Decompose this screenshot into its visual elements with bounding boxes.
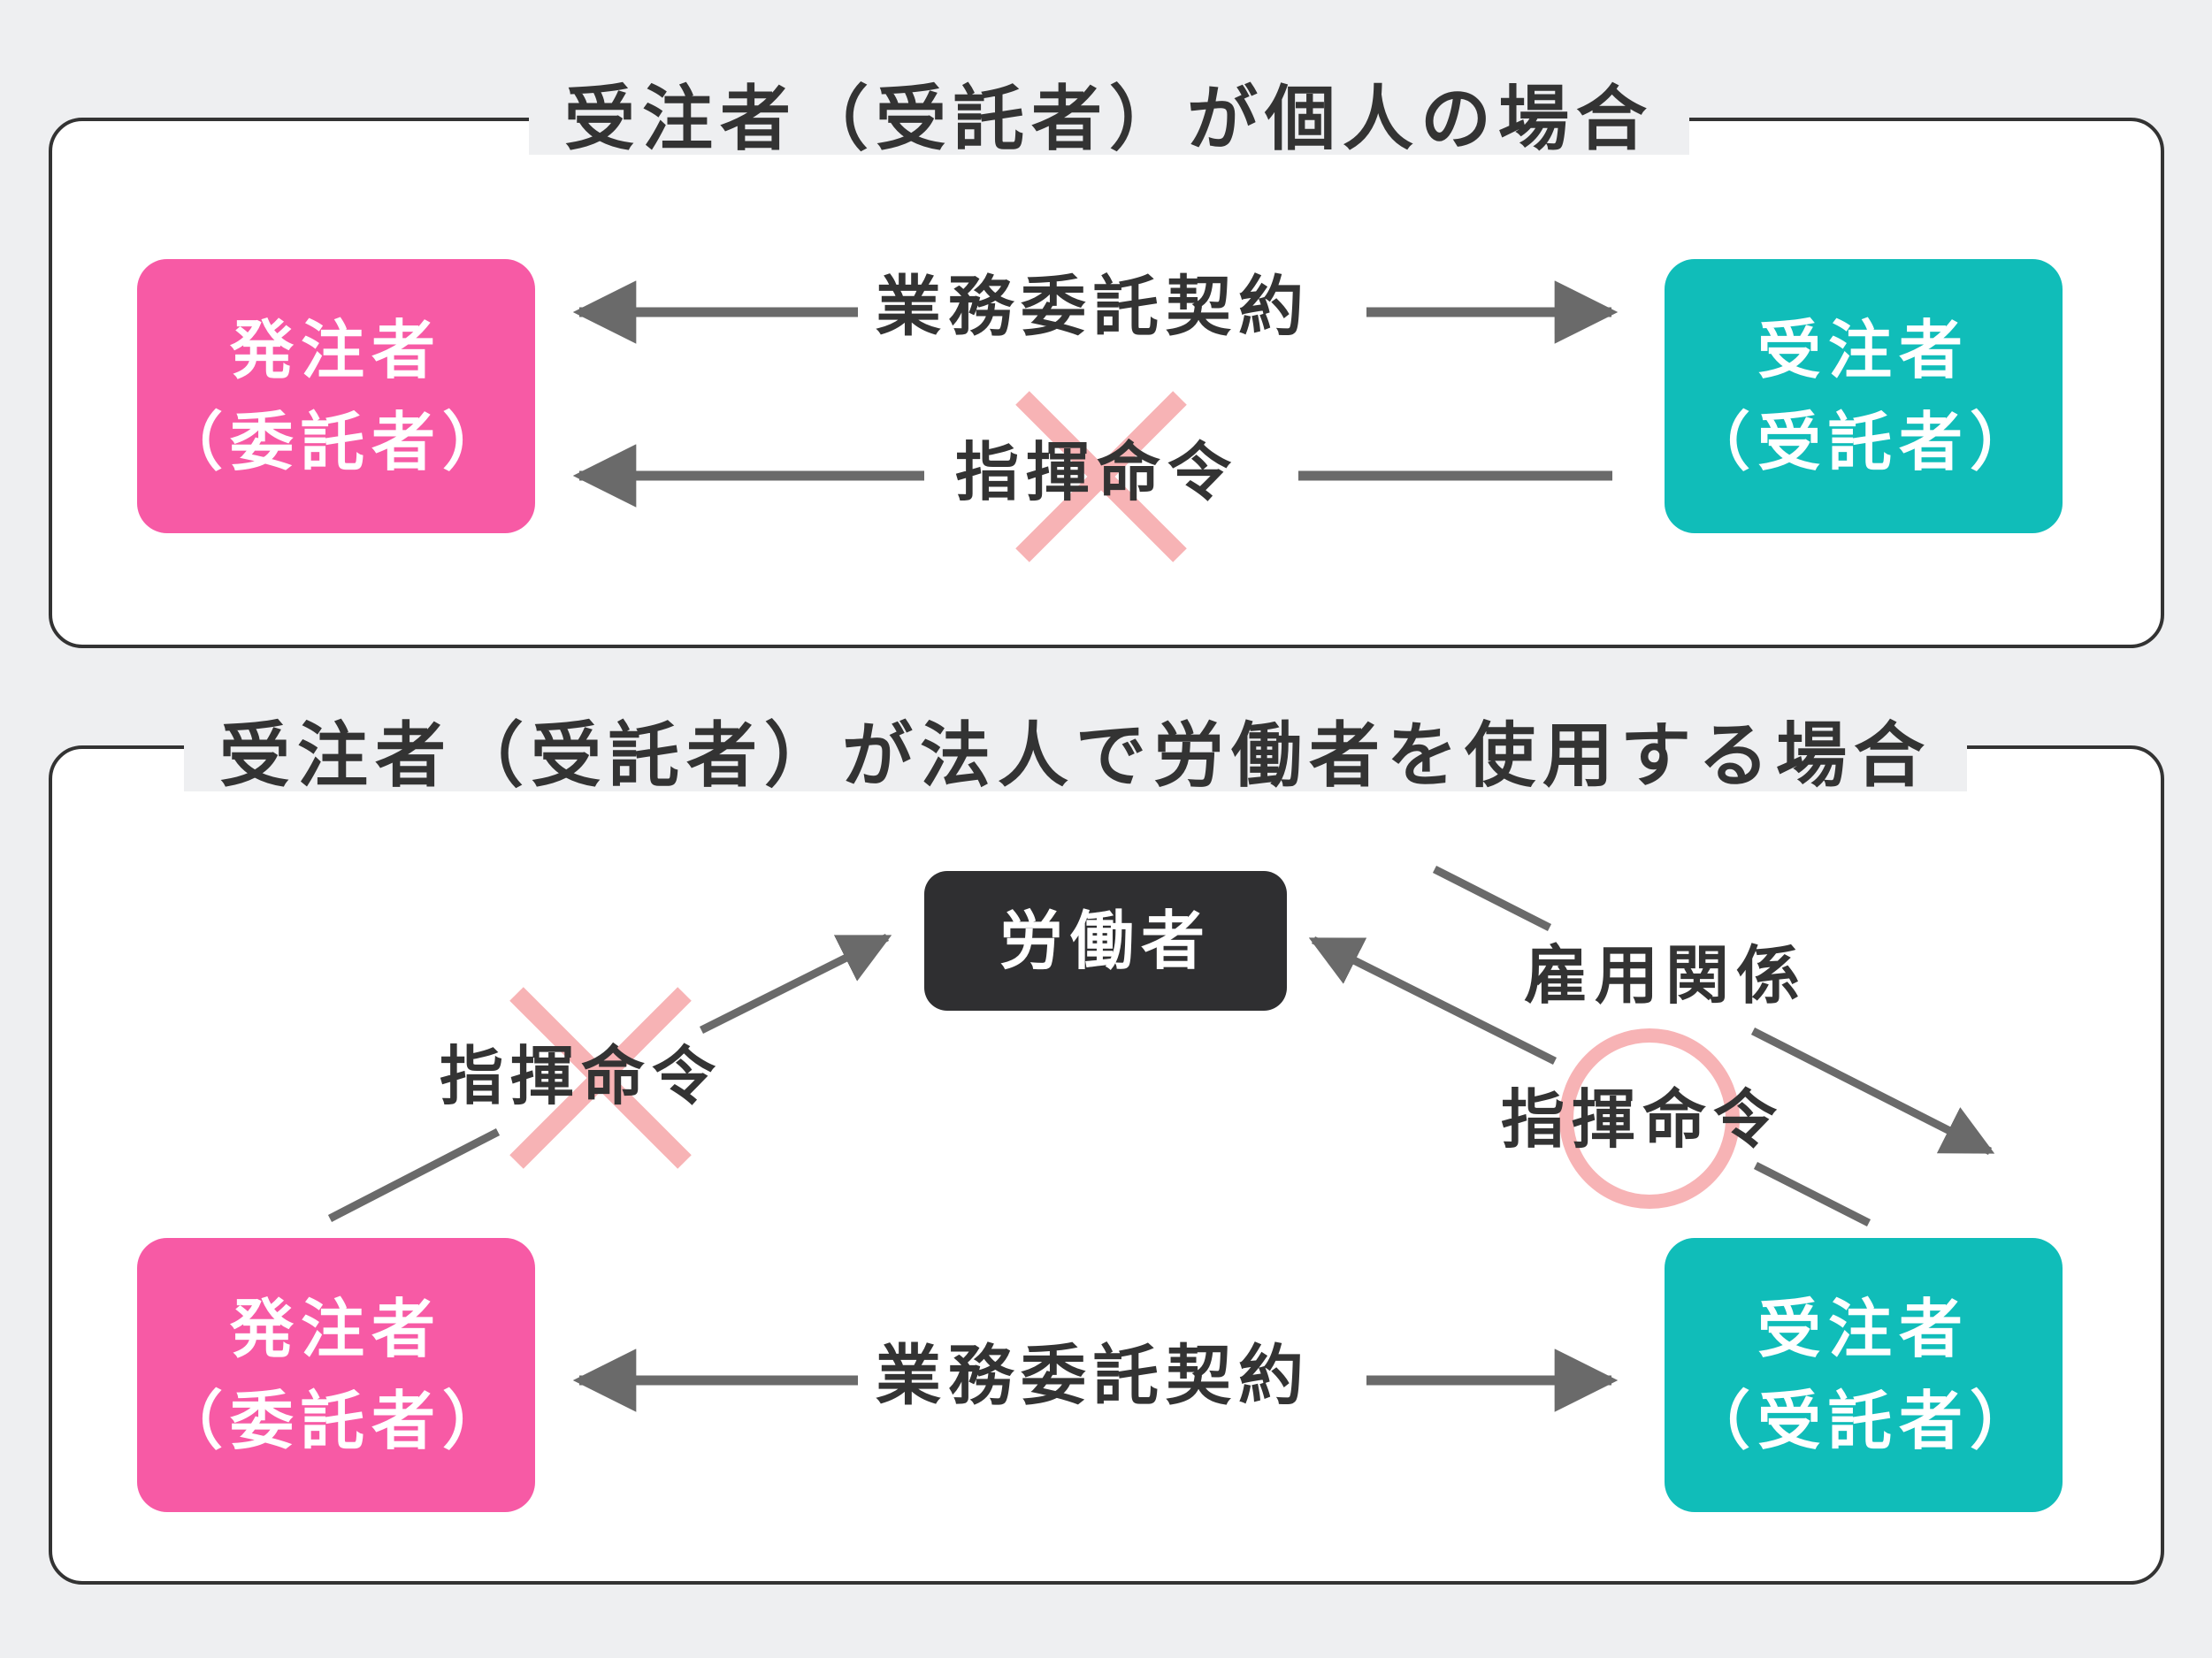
p2-contractor-line2: （受託者）: [1686, 1384, 2040, 1458]
p1-command-label: 指揮命令: [955, 435, 1239, 509]
p2-client-line2: （委託者）: [158, 1384, 513, 1458]
p2-contractor-box: 受注者 （受託者）: [1665, 1238, 2063, 1512]
panel1-title: 受注者（受託者）が個人の場合: [529, 84, 1689, 155]
p1-client-line1: 発注者: [229, 312, 442, 387]
p1-client-box: 発注者 （委託者）: [137, 259, 535, 533]
p1-contractor-line2: （受託者）: [1686, 405, 2040, 479]
p2-employment-arrow-head: [1750, 1027, 1995, 1156]
p1-contractor-line1: 受注者: [1757, 312, 1970, 387]
p2-employment-label: 雇用関係: [1524, 938, 1808, 1012]
p2-contractor-line1: 受注者: [1757, 1291, 1970, 1366]
p2-contract-label: 業務委託契約: [876, 1338, 1311, 1414]
p1-contract-label: 業務委託契約: [876, 269, 1311, 345]
p1-prohibited-x-icon: [1015, 391, 1187, 562]
p2-client-line1: 発注者: [229, 1291, 442, 1366]
p2-client-command-arrow-tail: [327, 1128, 501, 1222]
p2-worker-box: 労働者: [924, 871, 1287, 1011]
p2-contractor-command-arrow-head: [1308, 936, 1558, 1066]
p2-worker-label: 労働者: [999, 903, 1212, 978]
p2-client-box: 発注者 （委託者）: [137, 1238, 535, 1512]
p2-contractor-command-label: 指揮命令: [1501, 1082, 1785, 1157]
p2-allowed-circle-icon: [1559, 1028, 1740, 1209]
p2-contractor-command-arrow-tail: [1753, 1161, 1871, 1227]
panel2-title: 受注者（受託者）が法人で労働者を使用する場合: [184, 721, 1967, 791]
p2-client-command-label: 指揮命令: [440, 1039, 723, 1113]
p2-employment-arrow-tail: [1432, 865, 1552, 932]
p1-client-line2: （委託者）: [158, 405, 513, 479]
p1-contractor-box: 受注者 （受託者）: [1665, 259, 2063, 533]
p2-client-command-arrow-head: [699, 933, 892, 1035]
p2-prohibited-x-icon: [509, 987, 692, 1169]
